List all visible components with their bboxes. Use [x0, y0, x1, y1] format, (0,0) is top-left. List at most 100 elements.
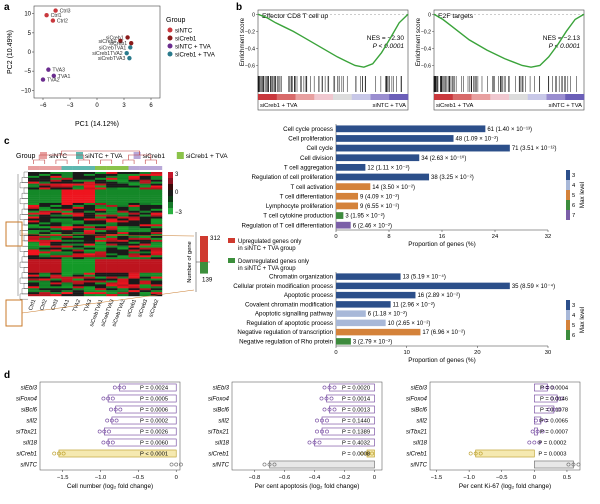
heatmap-cell [73, 279, 84, 281]
dot-xlabel: Per cent apoptosis (log₂ fold change) [255, 483, 360, 490]
max-level-value: 5 [572, 323, 575, 329]
heatmap-cell [95, 193, 106, 195]
heatmap-cell [28, 201, 39, 203]
heatmap-cell [73, 178, 84, 180]
row-dendro-branch [24, 252, 28, 257]
heatmap-group-name: siNTC + TVA [85, 153, 123, 160]
heatmap-cell [28, 211, 39, 213]
heatmap-cell [28, 244, 39, 246]
heatmap-cell [95, 186, 106, 188]
heatmap-cell [28, 267, 39, 269]
heatmap-cell [28, 255, 39, 257]
heatmap-group-cell [106, 166, 117, 170]
heatmap-cell [129, 219, 140, 221]
heatmap-cell [39, 259, 50, 261]
heatmap-column-label: TVA3 [83, 299, 93, 313]
heatmap-cell [95, 292, 106, 294]
heatmap-cell [62, 246, 73, 248]
heatmap-cell [73, 219, 84, 221]
heatmap-cell [73, 191, 84, 193]
heatmap-cell [117, 271, 128, 273]
heatmap-cell [39, 292, 50, 294]
heatmap-cell [73, 199, 84, 201]
heatmap-cell [28, 286, 39, 288]
heatmap-cell [50, 230, 61, 232]
heatmap-cell [28, 182, 39, 184]
heatmap-cell [95, 282, 106, 284]
heatmap-cell [39, 251, 50, 253]
heatmap-cell [50, 288, 61, 290]
heatmap-cell [50, 217, 61, 219]
heatmap-cell [129, 246, 140, 248]
heatmap-cell [151, 281, 162, 283]
heatmap-cell [129, 259, 140, 261]
heatmap-cell [95, 259, 106, 261]
heatmap-cell [84, 219, 95, 221]
heatmap-cell [151, 286, 162, 288]
heatmap-cell [84, 174, 95, 176]
dot-pvalue: P = 0.0004 [540, 386, 569, 392]
dot-pvalue: P < 0.0001 [140, 452, 168, 458]
heatmap-cell [129, 195, 140, 197]
heatmap-cell [140, 176, 151, 178]
dot-point [531, 430, 534, 433]
heatmap-cell [117, 176, 128, 178]
heatmap-cell [39, 203, 50, 205]
heatmap-cell [151, 267, 162, 269]
panel-label-c: c [4, 136, 10, 147]
heatmap-cell [106, 213, 117, 215]
heatmap-cell [28, 277, 39, 279]
heatmap-cell [84, 279, 95, 281]
heatmap-cell [73, 234, 84, 236]
go-xtick-label: 20 [474, 350, 480, 356]
heatmap-cell [28, 282, 39, 284]
pca-xticks: −6−3036 [40, 98, 154, 109]
heatmap-cell [62, 209, 73, 211]
dot-pvalue: P = 0.0002 [538, 441, 566, 447]
heatmap-cell [106, 255, 117, 257]
heatmap-cell [117, 184, 128, 186]
heatmap-cell [129, 205, 140, 207]
heatmap-cell [50, 174, 61, 176]
heatmap-cell [95, 275, 106, 277]
heatmap-cell [151, 290, 162, 292]
heatmap-cell [151, 186, 162, 188]
gsea-rank-bar [352, 94, 371, 100]
heatmap-cell [73, 284, 84, 286]
heatmap-cell [151, 182, 162, 184]
gsea-ytick-label: −0.4 [245, 46, 255, 52]
heatmap-cell [140, 226, 151, 228]
heatmap-cell [62, 286, 73, 288]
heatmap-cell [95, 286, 106, 288]
gsea-left-label: siCreb1 + TVA [260, 103, 297, 109]
heatmap-cell [140, 213, 151, 215]
gsea-p: P < 0.0001 [549, 43, 581, 50]
heatmap-cell [140, 259, 151, 261]
heatmap-cell [151, 224, 162, 226]
heatmap-cell [73, 275, 84, 277]
dot-point [577, 463, 580, 466]
heatmap-cell [73, 184, 84, 186]
heatmap-cell [140, 205, 151, 207]
heatmap-cell [129, 203, 140, 205]
heatmap-cell [95, 224, 106, 226]
max-level-legend-down: 3456Max level [566, 300, 586, 340]
heatmap-cell [39, 188, 50, 190]
heatmap-cell [62, 174, 73, 176]
heatmap-cell [62, 277, 73, 279]
heatmap-cell [28, 178, 39, 180]
heatmap-cell [95, 207, 106, 209]
heatmap-cell [129, 265, 140, 267]
pca-point [44, 13, 48, 17]
go-bar [336, 135, 454, 142]
heatmap-group-cell [73, 166, 84, 170]
heatmap-cell [50, 253, 61, 255]
heatmap-cell [84, 246, 95, 248]
heatmap-cell [95, 201, 106, 203]
heatmap-cell [151, 199, 162, 201]
heatmap-cell [84, 211, 95, 213]
heatmap-cell [106, 253, 117, 255]
up-legend-text-2: in siNTC + TVA group [238, 246, 296, 252]
row-dendro-branch [20, 230, 28, 235]
heatmap-cell [140, 284, 151, 286]
